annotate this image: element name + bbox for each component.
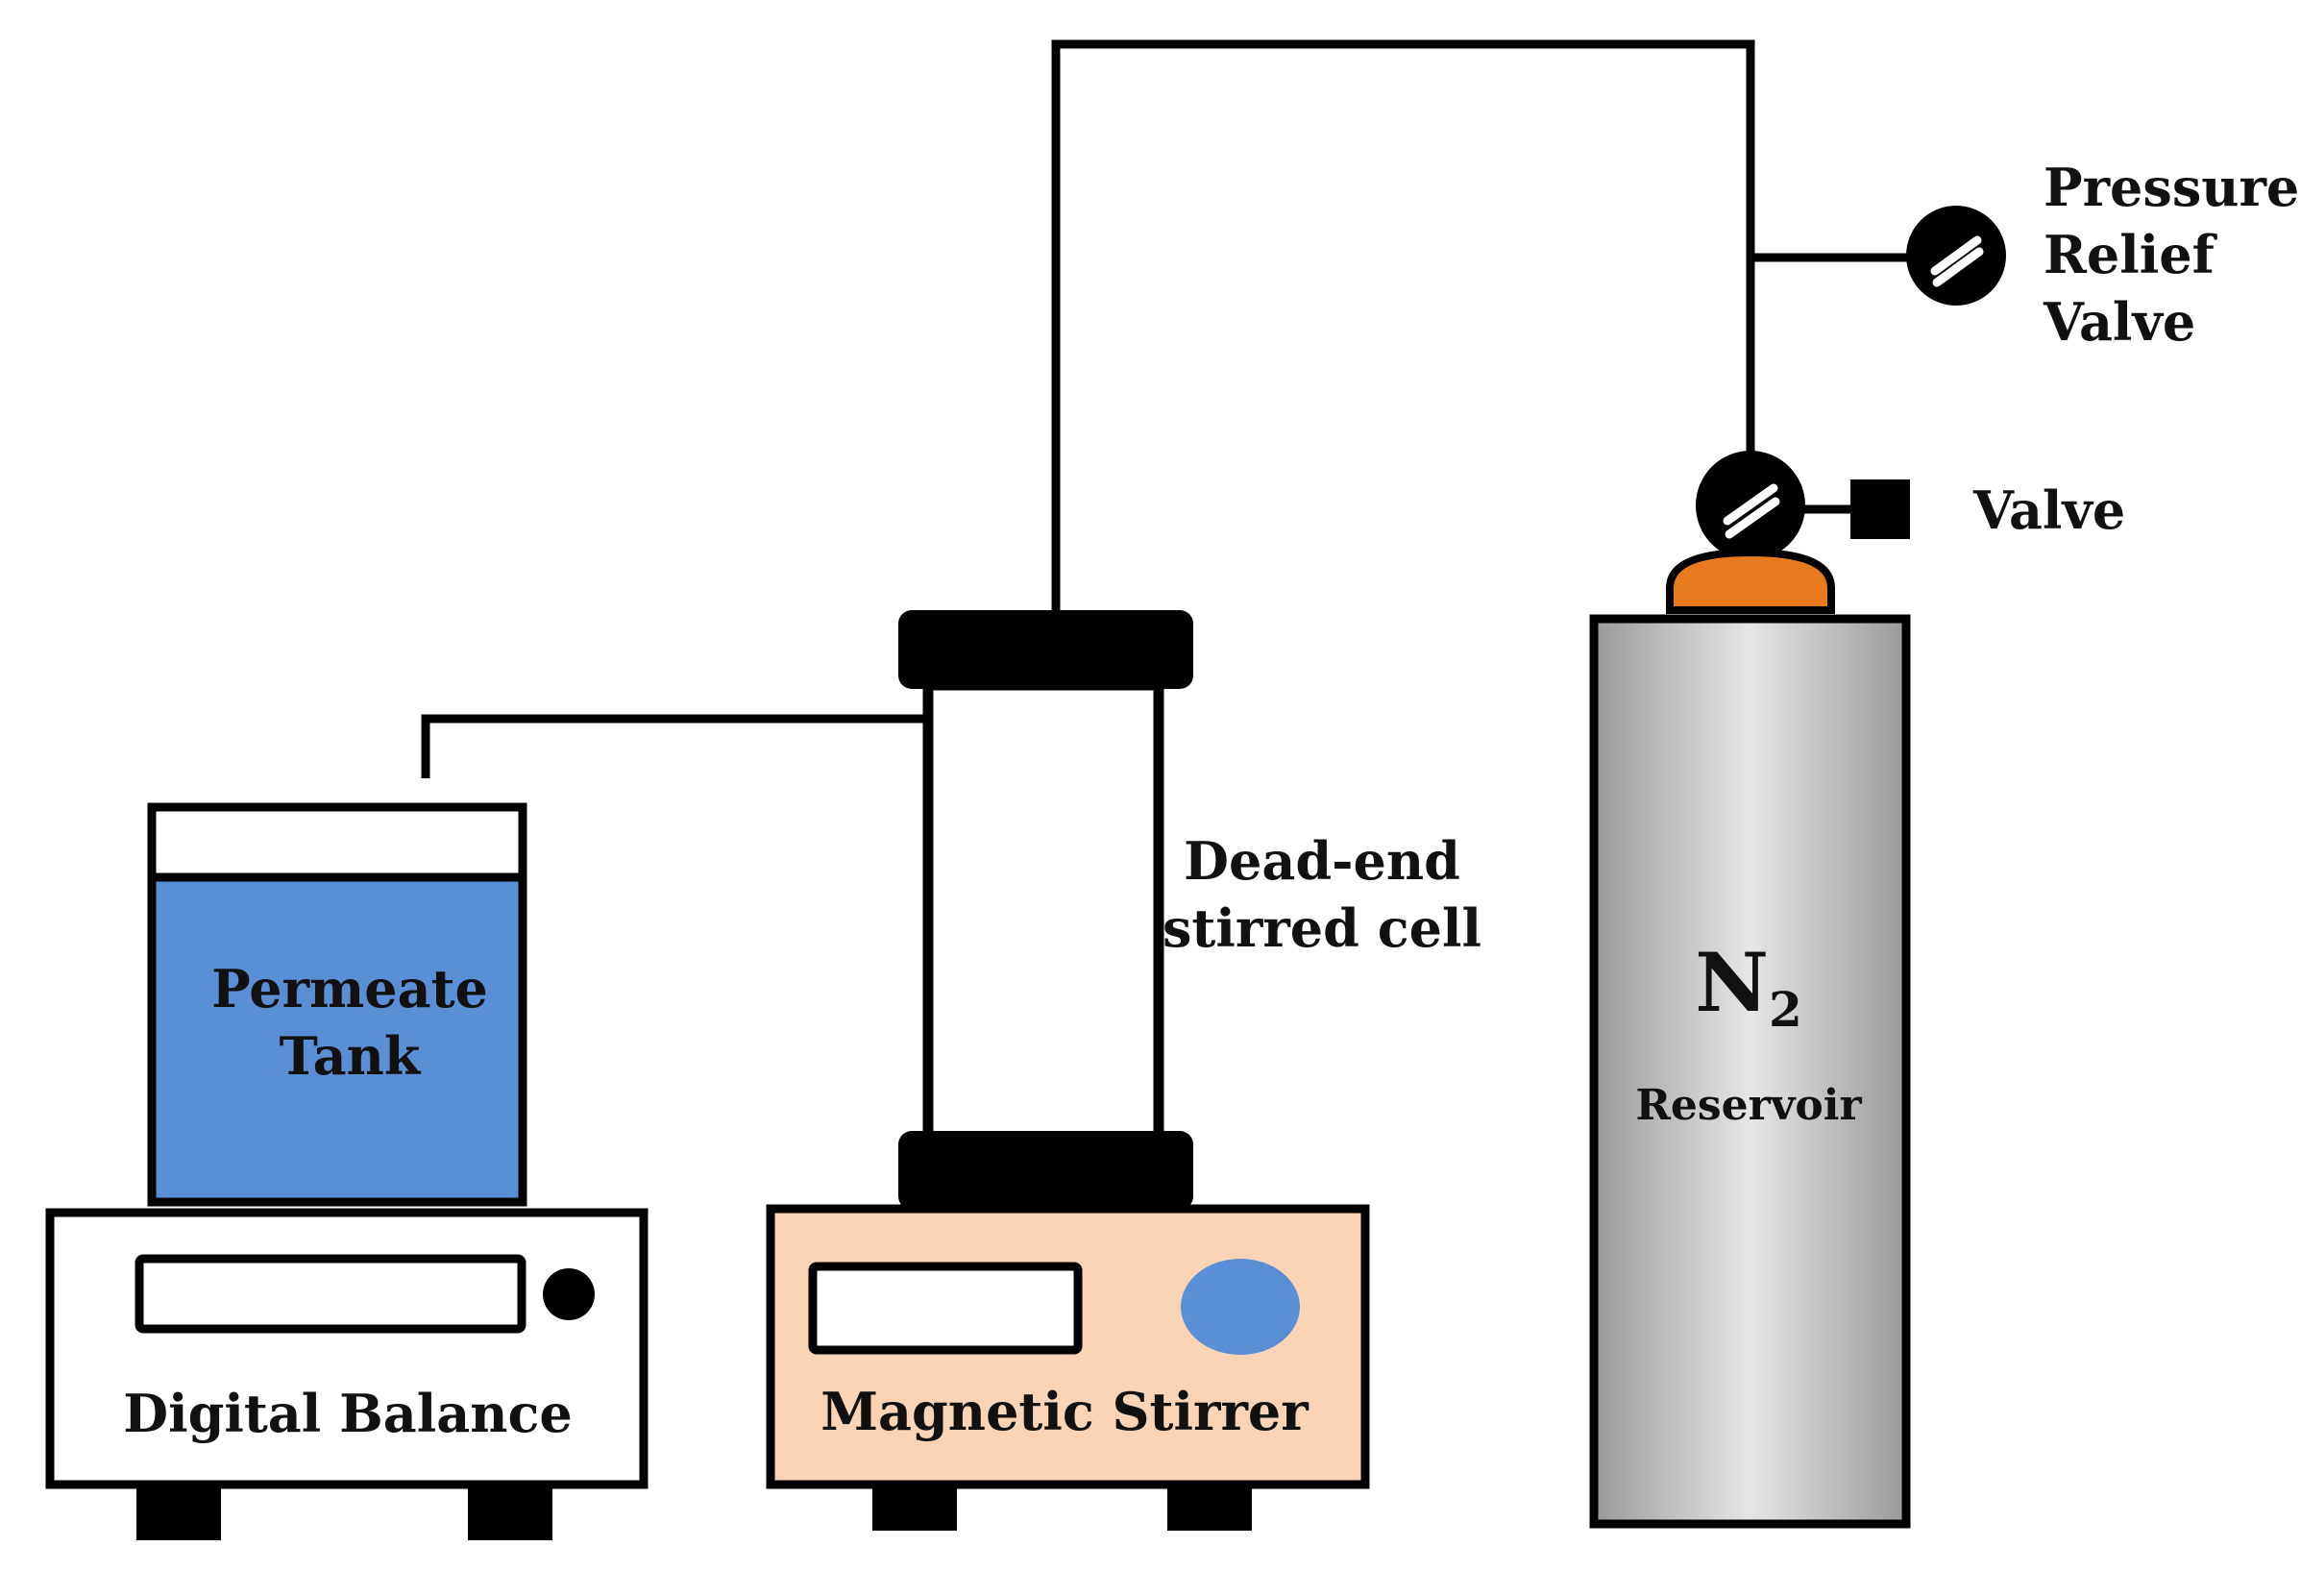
permeate-line xyxy=(421,714,927,778)
permeate-tank-label-1: Permeate xyxy=(211,958,488,1019)
n2-symbol: N2 xyxy=(1695,935,1802,1038)
stirrer-foot-right xyxy=(1167,1485,1252,1531)
balance-button-icon xyxy=(543,1268,595,1320)
balance-display xyxy=(135,1254,526,1334)
cell-top-cap xyxy=(898,610,1193,689)
stirrer-display xyxy=(808,1262,1083,1355)
feed-line xyxy=(1051,39,1755,615)
reservoir-label: Reservoir xyxy=(1635,1081,1862,1130)
pressure-relief-label-3: Valve xyxy=(2043,291,2195,353)
stirrer-knob-icon xyxy=(1181,1259,1300,1355)
permeate-tank-rim xyxy=(147,802,527,882)
permeate-tank-label-2: Tank xyxy=(280,1025,422,1087)
cylinder-cap xyxy=(1666,548,1835,614)
balance-foot-right xyxy=(468,1485,552,1540)
cylinder-valve-icon xyxy=(1696,451,1910,560)
cell-label-1: Dead-end xyxy=(1184,830,1460,892)
pressure-relief-valve-icon xyxy=(1906,206,2006,306)
n2-cylinder-body xyxy=(1589,614,1911,1529)
n2-subscript: 2 xyxy=(1769,981,1802,1038)
cell-cylinder xyxy=(922,679,1164,1152)
stirrer-foot-left xyxy=(872,1485,957,1531)
n2-main: N xyxy=(1695,935,1769,1030)
pressure-relief-label-2: Relief xyxy=(2044,224,2218,285)
digital-balance-label: Digital Balance xyxy=(123,1383,573,1444)
balance-foot-left xyxy=(136,1485,221,1540)
valve-label: Valve xyxy=(1972,479,2125,541)
permeate-tank-water xyxy=(147,872,527,1207)
magnetic-stirrer-label: Magnetic Stirrer xyxy=(820,1381,1309,1442)
cell-label-2: stirred cell xyxy=(1163,897,1481,959)
cell-bottom-cap xyxy=(898,1131,1193,1210)
pressure-relief-label-1: Pressure xyxy=(2044,157,2299,218)
